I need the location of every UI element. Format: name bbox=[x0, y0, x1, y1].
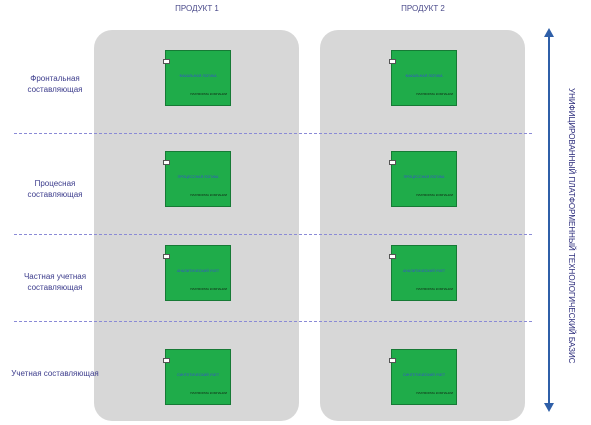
column-title-product-1: ПРОДУКТ 1 bbox=[175, 4, 219, 13]
component-box: АНАЛИТИЧЕСКИЙ УЧЕТ ПЛАТФОРМА КОМПАНИИ bbox=[163, 245, 231, 301]
component-tab-icon bbox=[389, 254, 396, 259]
row-divider-1 bbox=[14, 133, 532, 134]
column-title-product-2: ПРОДУКТ 2 bbox=[401, 4, 445, 13]
row-label-accounting: Учетная составляющая bbox=[11, 369, 99, 378]
component-tab-icon bbox=[163, 160, 170, 165]
component-title: АНАЛИТИЧЕСКИЙ УЧЕТ bbox=[402, 269, 446, 273]
row-label-process: Процесная составляющая bbox=[27, 179, 83, 199]
arrow-down-icon bbox=[544, 403, 554, 412]
row-label-frontal: Фронтальная составляющая bbox=[27, 74, 83, 94]
row-divider-3 bbox=[14, 321, 532, 322]
component-tab-icon bbox=[389, 358, 396, 363]
row-divider-2 bbox=[14, 234, 532, 235]
component-box: СИНТЕТИЧЕСКИЙ УЧЕТ ПЛАТФОРМА КОМПАНИИ bbox=[163, 349, 231, 405]
component-subtitle: ПЛАТФОРМА КОМПАНИИ bbox=[190, 391, 227, 395]
component-title: СИНТЕТИЧЕСКИЙ УЧЕТ bbox=[176, 373, 220, 377]
component-box: СИНТЕТИЧЕСКИЙ УЧЕТ ПЛАТФОРМА КОМПАНИИ bbox=[389, 349, 457, 405]
double-arrow-icon bbox=[544, 28, 554, 412]
component-subtitle: ПЛАТФОРМА КОМПАНИИ bbox=[190, 193, 227, 197]
component-tab-icon bbox=[389, 59, 396, 64]
row-label-private-accounting: Частная учетная составляющая bbox=[23, 272, 87, 292]
component-subtitle: ПЛАТФОРМА КОМПАНИИ bbox=[416, 92, 453, 96]
component-tab-icon bbox=[389, 160, 396, 165]
component-subtitle: ПЛАТФОРМА КОМПАНИИ bbox=[416, 193, 453, 197]
component-subtitle: ПЛАТФОРМА КОМПАНИИ bbox=[416, 391, 453, 395]
component-box: ПРОЦЕССНАЯ ЛОГИКА ПЛАТФОРМА КОМПАНИИ bbox=[389, 151, 457, 207]
arrow-shaft bbox=[548, 37, 550, 403]
component-title: ФАКАЛЬНАЯ ЛОГИКА bbox=[179, 74, 217, 78]
component-box: ФАКАЛЬНАЯ ЛОГИКА ПЛАТФОРМА КОМПАНИИ bbox=[389, 50, 457, 106]
component-subtitle: ПЛАТФОРМА КОМПАНИИ bbox=[190, 287, 227, 291]
arrow-up-icon bbox=[544, 28, 554, 37]
component-subtitle: ПЛАТФОРМА КОМПАНИИ bbox=[416, 287, 453, 291]
component-box: ПРОЦЕССНАЯ ЛОГИКА ПЛАТФОРМА КОМПАНИИ bbox=[163, 151, 231, 207]
component-box: АНАЛИТИЧЕСКИЙ УЧЕТ ПЛАТФОРМА КОМПАНИИ bbox=[389, 245, 457, 301]
component-tab-icon bbox=[163, 254, 170, 259]
component-title: ПРОЦЕССНАЯ ЛОГИКА bbox=[403, 175, 445, 179]
side-label: УНИФИЦИРОВАННЫЙ ПЛАТФОРМЕННЫЙ ТЕХНОЛОГИЧ… bbox=[567, 88, 576, 364]
component-tab-icon bbox=[163, 358, 170, 363]
component-title: СИНТЕТИЧЕСКИЙ УЧЕТ bbox=[402, 373, 446, 377]
component-title: АНАЛИТИЧЕСКИЙ УЧЕТ bbox=[176, 269, 220, 273]
component-subtitle: ПЛАТФОРМА КОМПАНИИ bbox=[190, 92, 227, 96]
component-tab-icon bbox=[163, 59, 170, 64]
component-box: ФАКАЛЬНАЯ ЛОГИКА ПЛАТФОРМА КОМПАНИИ bbox=[163, 50, 231, 106]
component-title: ПРОЦЕССНАЯ ЛОГИКА bbox=[177, 175, 219, 179]
component-title: ФАКАЛЬНАЯ ЛОГИКА bbox=[405, 74, 443, 78]
